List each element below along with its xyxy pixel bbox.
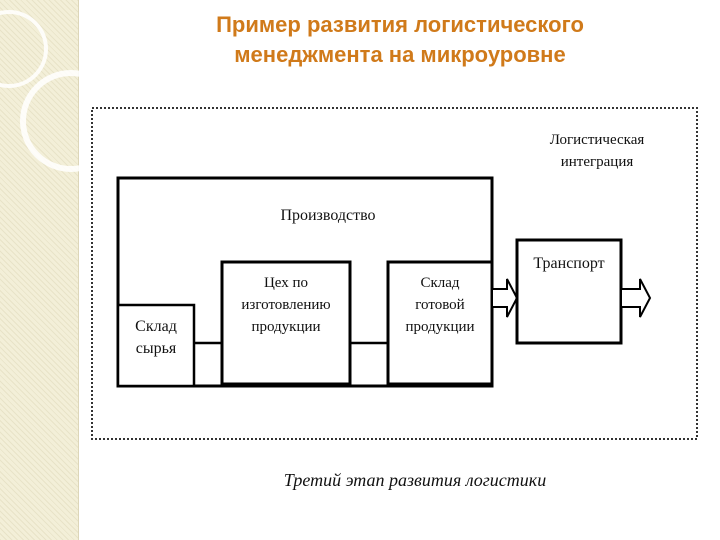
decorative-ring [20, 70, 122, 172]
flow-arrow-out [620, 278, 652, 318]
raw-warehouse-label-line: сырья [136, 340, 177, 357]
flow-arrow-to-transport [491, 278, 519, 318]
finished-goods-warehouse-box [386, 260, 494, 386]
integration-label-line: интеграция [561, 154, 634, 170]
warehouse-label-line: продукции [405, 319, 474, 335]
workshop-label-line: изготовлению [241, 297, 330, 313]
raw-material-warehouse-box [116, 303, 196, 388]
production-label: Производство [280, 207, 375, 224]
workshop-label-line: Цех по [264, 275, 308, 291]
transport-box [515, 238, 623, 345]
slide-title-line: менеджмента на микроуровне [234, 42, 566, 67]
warehouse-label-line: готовой [415, 297, 464, 313]
workshop-box [220, 260, 352, 386]
warehouse-label-line: Склад [420, 275, 459, 291]
diagram-caption: Третий этап развития логистики [283, 470, 547, 490]
raw-warehouse-label-line: Склад [135, 318, 177, 335]
slide-title-line: Пример развития логистического [216, 12, 584, 37]
decorative-sidebar [0, 0, 122, 540]
integration-label-line: Логистическая [550, 132, 645, 148]
workshop-label-line: продукции [251, 319, 320, 335]
slide-title: Пример развития логистического менеджмен… [120, 10, 680, 70]
transport-label: Транспорт [533, 255, 604, 272]
